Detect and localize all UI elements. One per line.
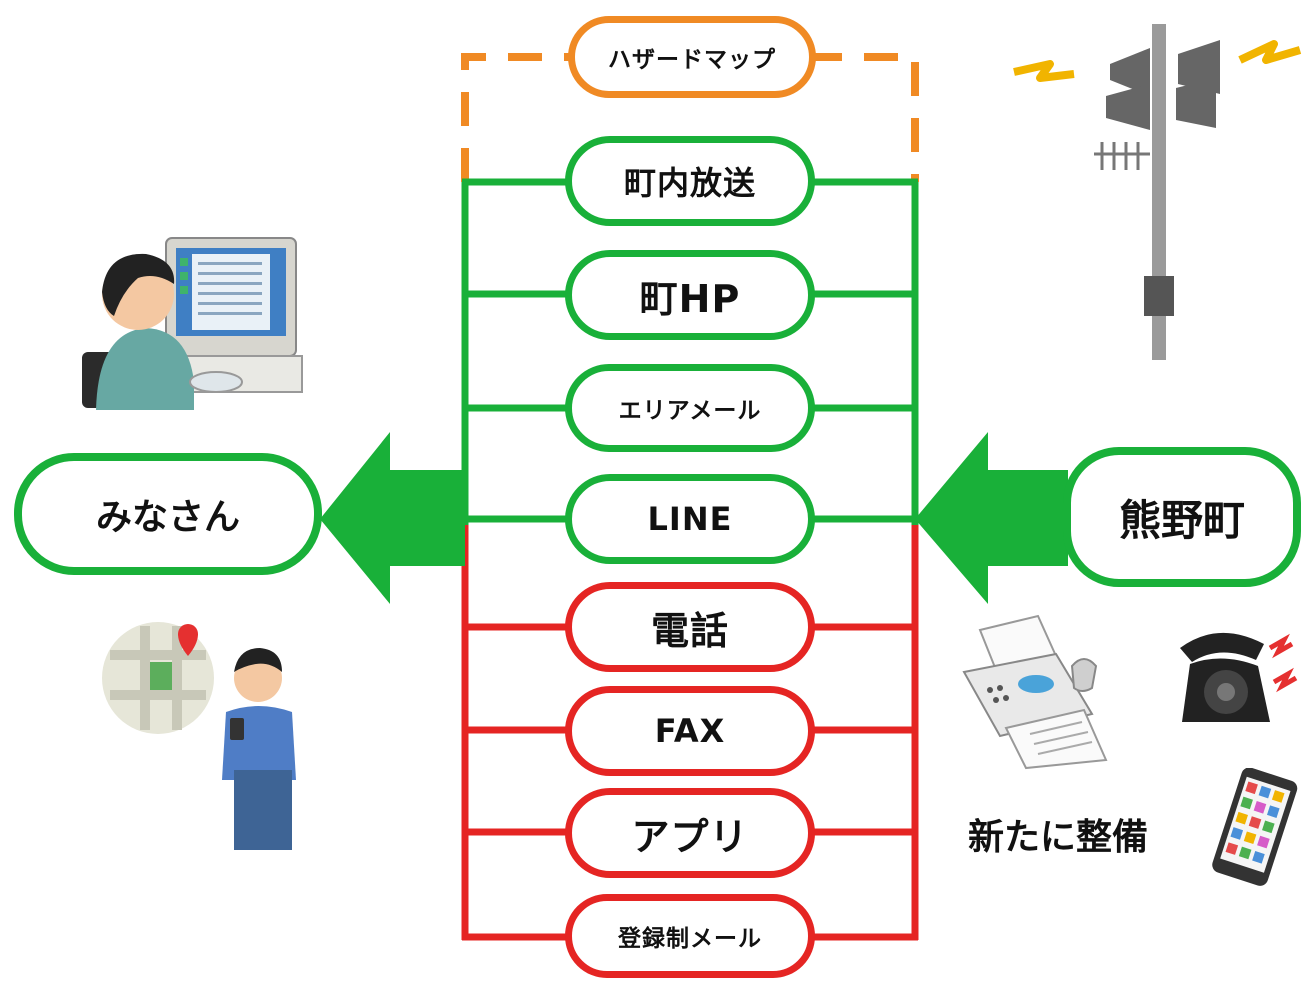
channel-registered-mail: 登録制メール bbox=[565, 894, 815, 978]
existing-channel-lines bbox=[461, 178, 919, 525]
new-channel-lines bbox=[461, 525, 919, 941]
loudspeaker-tower-icon bbox=[1013, 24, 1302, 360]
hazard-map-pill: ハザードマップ bbox=[568, 16, 816, 98]
arrow-to-residents bbox=[320, 432, 465, 604]
channel-town-hp: 町HP bbox=[565, 250, 815, 340]
recipient-box: みなさん bbox=[14, 453, 322, 575]
pc-user-icon bbox=[82, 237, 303, 410]
telephone-icon bbox=[1180, 632, 1298, 722]
channel-telephone: 電話 bbox=[565, 582, 815, 672]
channel-fax: FAX bbox=[565, 686, 815, 776]
channel-town-broadcast: 町内放送 bbox=[565, 136, 815, 226]
hazard-map-bracket bbox=[461, 53, 919, 182]
arrow-from-town bbox=[915, 432, 1068, 604]
channel-app: アプリ bbox=[565, 788, 815, 878]
channel-area-mail: エリアメール bbox=[565, 364, 815, 452]
map-phone-user-icon bbox=[102, 622, 296, 850]
fax-machine-icon bbox=[962, 614, 1108, 770]
new-note: 新たに整備 bbox=[968, 817, 1149, 858]
smartphone-icon bbox=[1212, 768, 1298, 886]
channel-line: LINE bbox=[565, 474, 815, 564]
sender-box: 熊野町 bbox=[1063, 447, 1301, 587]
